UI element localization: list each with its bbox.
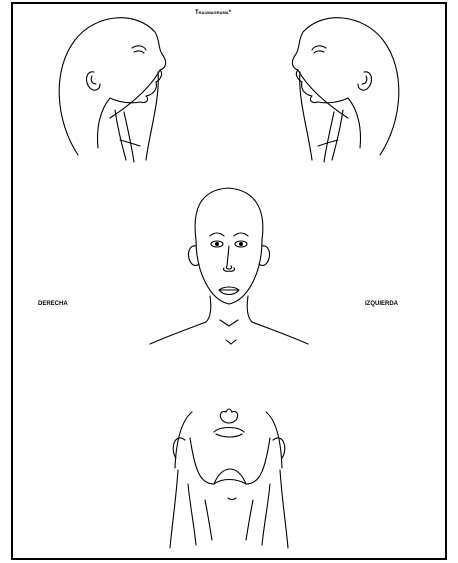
head-profile-facing-right [59,18,165,162]
head-under-chin-view [170,409,288,548]
side-label-left: IZQUIERDA [365,301,398,307]
page-title: Traumagrama* [195,10,231,16]
side-label-right: DERECHA [38,301,68,307]
head-profile-facing-left [292,18,398,162]
head-frontal-view [150,188,308,344]
